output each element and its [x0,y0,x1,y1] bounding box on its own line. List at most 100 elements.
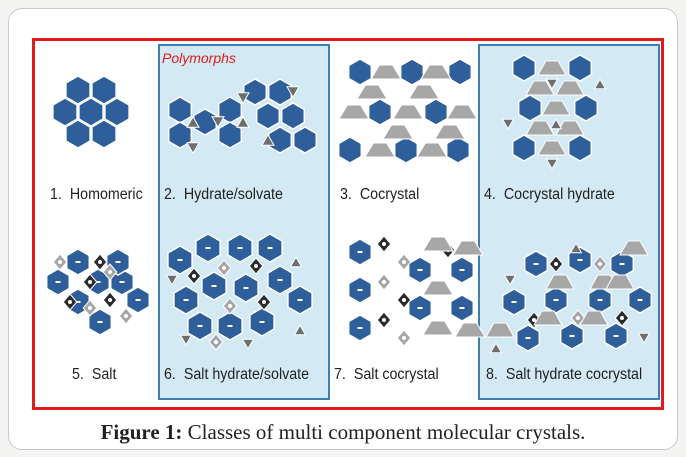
cation-mark [459,269,465,271]
cation-mark [205,247,211,249]
molecule-hexagon [423,98,449,126]
solvent-shape [593,78,607,90]
molecule-hexagon [567,134,593,162]
class-number: 8. [486,366,498,383]
cation-mark [577,259,583,261]
coformer-shape [545,274,575,290]
solvent-shape [186,142,200,155]
coformer-shape [422,280,454,296]
solvent-shape [241,338,255,350]
cation-mark [525,337,531,339]
solvent-shape [261,133,275,146]
cation-mark [227,325,233,327]
coformer-shape [454,322,486,338]
molecule-hexagon [52,97,78,127]
molecule-hexagon [292,126,318,154]
cation-mark [357,289,363,291]
class-name: Salt [91,366,117,383]
figure-caption: Figure 1: Classes of multi component mol… [0,420,686,445]
cation-mark [553,299,559,301]
cation-mark [211,285,217,287]
coformer-shape [382,124,414,140]
anion-mark [402,298,406,302]
anion-mark [554,262,558,266]
cation-mark [267,247,273,249]
class-label-6: 6. Salt hydrate/solvate [164,366,309,384]
coformer-shape [420,64,452,80]
coformer-shape [422,236,454,252]
solvent-shape [549,118,563,130]
coformer-shape [619,240,649,256]
molecule-hexagon [567,54,593,82]
cation-mark [277,279,283,281]
anion-mark [262,300,266,304]
caption-text: Classes of multi component molecular cry… [182,420,586,444]
anion-mark [382,318,386,322]
cation-mark [243,287,249,289]
cation-mark [183,299,189,301]
class-name: Cocrystal hydrate [503,186,615,203]
anion-mark [192,274,196,278]
solvent-shape [293,324,307,336]
coformer-shape [533,310,563,326]
anion-mark [254,264,258,268]
class-name: Cocrystal [359,186,420,203]
class-number: 1. [50,186,62,203]
anion-mark [88,306,92,310]
cation-mark [297,299,303,301]
molecule-hexagon [192,108,218,136]
cation-mark [97,321,103,323]
anion-mark [88,280,92,284]
cation-mark [511,301,517,303]
anion-mark [68,300,72,304]
class-number: 3. [340,186,352,203]
solvent-shape [236,92,250,105]
cation-mark [95,281,101,283]
molecule-hexagon [573,94,599,122]
cation-mark [259,321,265,323]
molecule-hexagon [242,78,268,106]
anion-mark [222,266,226,270]
molecule-hexagon [447,58,473,86]
solvent-shape [545,78,559,90]
coformer-shape [525,120,555,136]
class-label-1: 1. Homomeric [50,186,143,204]
class-number: 5. [72,366,84,383]
coformer-shape [485,322,515,338]
solvent-shape [186,115,200,128]
class-name: Salt hydrate/solvate [183,366,310,383]
coformer-shape [525,80,555,96]
coformer-shape [605,274,635,290]
anion-mark [108,270,112,274]
molecule-hexagon [167,121,193,149]
class-label-7: 7. Salt cocrystal [334,366,439,384]
coformer-shape [392,104,424,120]
coformer-shape [356,84,388,100]
coformer-shape [422,320,454,336]
cation-mark [75,261,81,263]
class-label-8: 8. Salt hydrate cocrystal [486,366,642,384]
cation-mark [637,299,643,301]
anion-mark [108,298,112,302]
cation-mark [115,261,121,263]
coformer-shape [555,120,585,136]
cation-mark [357,251,363,253]
polymorphs-label: Polymorphs [162,50,236,66]
cation-mark [119,281,125,283]
cation-mark [619,263,625,265]
anion-mark [620,316,624,320]
class-label-2: 2. Hydrate/solvate [164,186,283,204]
anion-mark [402,336,406,340]
cation-mark [569,335,575,337]
solvent-shape [286,86,300,99]
cation-mark [357,327,363,329]
cation-mark [197,325,203,327]
class-label-5: 5. Salt [72,366,116,384]
anion-mark [98,260,102,264]
class-name: Homomeric [69,186,143,203]
anion-mark [576,316,580,320]
coformer-shape [537,60,567,76]
cation-mark [597,299,603,301]
solvent-shape [211,116,225,129]
coformer-shape [452,240,484,256]
